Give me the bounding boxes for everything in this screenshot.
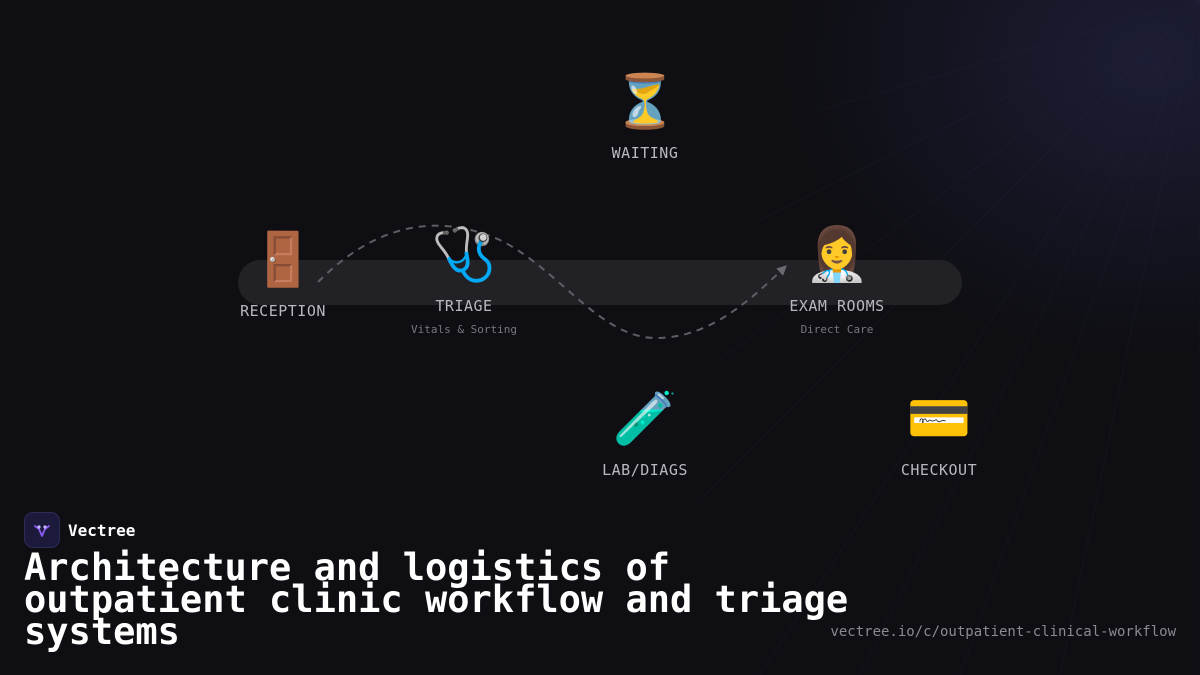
node-label: LAB/DIAGS xyxy=(602,461,688,479)
node-label: EXAM ROOMS xyxy=(789,297,885,315)
node-sublabel: Direct Care xyxy=(800,323,874,336)
node-label: WAITING xyxy=(611,144,679,162)
health-worker-icon: 👩‍⚕️ xyxy=(804,225,870,285)
brand: Vectree xyxy=(24,512,135,548)
brand-name: Vectree xyxy=(68,520,136,540)
test-tube-icon: 🧪 xyxy=(612,389,678,449)
node-lab-diags: 🧪 LAB/DIAGS xyxy=(545,387,745,479)
hourglass-icon: ⏳ xyxy=(612,72,678,132)
door-icon: 🚪 xyxy=(250,230,316,290)
workflow-track xyxy=(238,260,962,305)
vectree-logo-icon xyxy=(24,512,60,548)
node-waiting: ⏳ WAITING xyxy=(545,70,745,162)
stethoscope-icon: 🩺 xyxy=(431,225,497,285)
node-label: RECEPTION xyxy=(240,302,326,320)
source-url[interactable]: vectree.io/c/outpatient-clinical-workflo… xyxy=(830,624,1176,640)
node-label: CHECKOUT xyxy=(900,461,978,479)
page-title: Architecture and logistics of outpatient… xyxy=(24,546,849,653)
node-exam-rooms: 👩‍⚕️ EXAM ROOMS Direct Care xyxy=(737,223,937,336)
node-label: TRIAGE xyxy=(435,297,493,315)
node-checkout: 💳 CHECKOUT xyxy=(839,387,1039,479)
node-triage: 🩺 TRIAGE Vitals & Sorting xyxy=(364,223,564,336)
credit-card-icon: 💳 xyxy=(906,389,972,449)
flow-path xyxy=(317,224,787,340)
node-sublabel: Vitals & Sorting xyxy=(411,323,517,336)
node-reception: 🚪 RECEPTION xyxy=(183,228,383,320)
